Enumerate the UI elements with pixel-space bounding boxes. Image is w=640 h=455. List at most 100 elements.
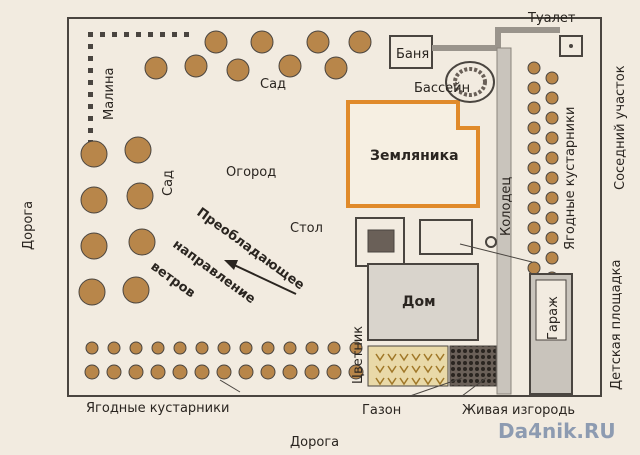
raspberry-dot xyxy=(172,32,177,37)
label-vegetable: Огород xyxy=(226,165,276,180)
berry-bush xyxy=(527,141,541,155)
garden-tree xyxy=(80,232,108,260)
berry-bush xyxy=(349,341,363,355)
berry-bush xyxy=(545,111,559,125)
garden-tree xyxy=(128,228,156,256)
label-road-left: Дорога xyxy=(21,201,36,250)
berry-bush xyxy=(545,151,559,165)
berry-bush xyxy=(527,261,541,275)
watermark: Da4nik.RU xyxy=(498,419,616,443)
berry-bush xyxy=(527,181,541,195)
label-hedge: Живая изгородь xyxy=(462,403,575,418)
garden-tree xyxy=(306,30,330,54)
berry-bush xyxy=(527,101,541,115)
berry-bush xyxy=(545,131,559,145)
berry-bush xyxy=(527,161,541,175)
berry-bush xyxy=(527,61,541,75)
berry-bush xyxy=(305,341,319,355)
berry-bush xyxy=(545,91,559,105)
playground-pointer xyxy=(459,243,533,263)
raspberry-dot xyxy=(184,32,189,37)
garden-tree xyxy=(78,278,106,306)
berry-bush xyxy=(326,364,342,380)
wind-arrow xyxy=(231,263,297,295)
label-garage: Гараж xyxy=(546,296,561,340)
garden-tree xyxy=(226,58,250,82)
house xyxy=(367,263,479,341)
berry-bush xyxy=(239,341,253,355)
flower xyxy=(399,365,409,374)
label-garden-left: Сад xyxy=(161,170,176,196)
garden-tree xyxy=(80,140,108,168)
hedge-pointer xyxy=(461,377,487,397)
berry-bush xyxy=(527,81,541,95)
raspberry-dot xyxy=(88,128,93,133)
toilet-mark xyxy=(569,44,573,48)
flower xyxy=(423,353,433,362)
well-icon xyxy=(485,236,497,248)
label-strawberry: Земляника xyxy=(370,148,459,164)
berry-bush xyxy=(216,364,232,380)
berry-bush xyxy=(348,364,364,380)
berry-bush xyxy=(545,71,559,85)
label-raspberry: Малина xyxy=(102,68,117,120)
label-flowerbed: Цветник xyxy=(351,326,366,384)
berry-bush xyxy=(283,341,297,355)
raspberry-dot xyxy=(136,32,141,37)
raspberry-dot xyxy=(88,104,93,109)
garage-door xyxy=(535,279,567,341)
pool-rim xyxy=(453,67,487,97)
garden-tree xyxy=(124,136,152,164)
berry-bush xyxy=(545,251,559,265)
raspberry-dot xyxy=(88,116,93,121)
label-well: Колодец xyxy=(499,177,514,236)
garden-tree xyxy=(126,182,154,210)
berry-bush xyxy=(84,364,100,380)
berry-bush xyxy=(172,364,188,380)
garden-tree xyxy=(122,276,150,304)
flower xyxy=(375,353,385,362)
flower xyxy=(411,365,421,374)
berry-bush xyxy=(527,121,541,135)
berry-bush xyxy=(327,341,341,355)
berry-bush xyxy=(150,364,166,380)
flower xyxy=(399,377,409,386)
strawberry-bed xyxy=(346,100,480,208)
flower xyxy=(399,353,409,362)
berry-bush xyxy=(85,341,99,355)
berry-bush xyxy=(128,364,144,380)
label-toilet: Туалет xyxy=(527,11,576,26)
berry-bush xyxy=(282,364,298,380)
lawn-pointer xyxy=(409,377,463,397)
berry-bush xyxy=(304,364,320,380)
berry-bush xyxy=(151,341,165,355)
garden-bushes xyxy=(78,30,559,380)
garden-tree xyxy=(144,56,168,80)
raspberry-dot xyxy=(88,44,93,49)
berry-bush xyxy=(527,241,541,255)
table-icon xyxy=(367,229,395,253)
raspberry-dot xyxy=(88,56,93,61)
flower xyxy=(435,365,445,374)
garden-tree xyxy=(278,54,302,78)
label-road-bottom: Дорога xyxy=(290,435,339,450)
berry-bush xyxy=(545,231,559,245)
raspberry-dot xyxy=(100,32,105,37)
berry-bush xyxy=(545,171,559,185)
raspberry-dot xyxy=(88,92,93,97)
berry-bush xyxy=(173,341,187,355)
label-table: Стол xyxy=(290,221,323,236)
berry-bush xyxy=(527,221,541,235)
garden-tree xyxy=(348,30,372,54)
berry-bush xyxy=(261,341,275,355)
raspberry-dot xyxy=(88,68,93,73)
flower xyxy=(375,377,385,386)
label-pool: Бассейн xyxy=(414,81,470,96)
flowerbed-flowers xyxy=(375,353,445,386)
flower xyxy=(435,377,445,386)
flower xyxy=(411,377,421,386)
bath-building xyxy=(389,35,433,69)
label-garden-top: Сад xyxy=(260,77,286,92)
raspberry-dot xyxy=(148,32,153,37)
